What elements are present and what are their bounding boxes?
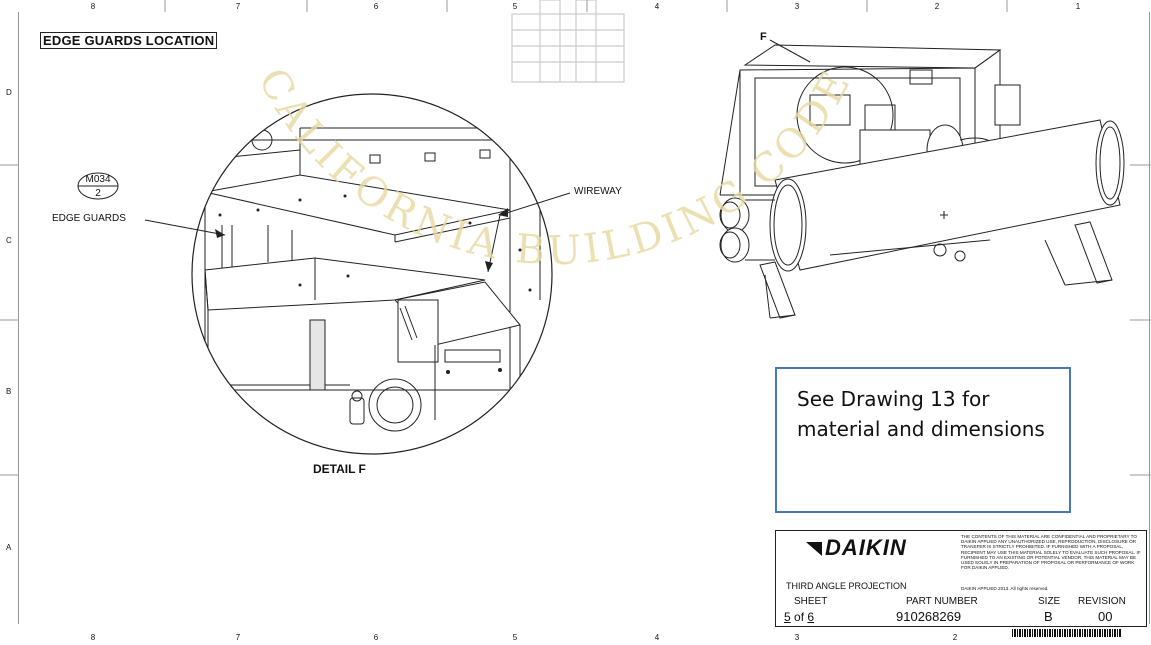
zone-col-8: 8 — [90, 2, 96, 11]
zone-row-b: B — [6, 387, 12, 396]
edge-guards-callout: EDGE GUARDS — [52, 213, 126, 224]
zone-row-d: D — [6, 88, 12, 97]
barcode — [1012, 629, 1122, 637]
sheet-total: 6 — [807, 610, 815, 624]
zone-ticks — [0, 0, 1151, 476]
bottom-zone-labels: 8 7 6 5 4 3 2 — [0, 631, 1151, 643]
zone-col-2: 2 — [934, 2, 940, 11]
detail-f-circle — [191, 93, 553, 455]
sheet-number: 5 of 6 — [784, 610, 814, 624]
title-block: DAIKIN THIRD ANGLE PROJECTION THE CONTEN… — [775, 530, 1147, 627]
top-zone-labels: 8 7 6 5 4 3 2 1 — [0, 0, 1151, 12]
note-text: See Drawing 13 for material and dimensio… — [797, 387, 1045, 441]
view-marker-f: F — [760, 31, 767, 43]
zone-col-6: 6 — [373, 2, 379, 11]
drawing-frame — [18, 12, 1150, 624]
sheet-of: of — [794, 610, 805, 624]
balloon-top-text: M034 — [85, 174, 111, 185]
sheet-current: 5 — [784, 610, 791, 624]
size-value: B — [1044, 609, 1053, 624]
detail-f-view — [192, 127, 541, 440]
wireway-callout: WIREWAY — [574, 186, 622, 197]
reference-balloon — [77, 172, 119, 200]
zone-col-6-bottom: 6 — [373, 633, 379, 642]
size-label: SIZE — [1038, 596, 1061, 607]
revision-label: REVISION — [1078, 596, 1126, 607]
chiller-isometric — [719, 39, 1125, 319]
drawing-title: EDGE GUARDS LOCATION — [40, 32, 218, 49]
zone-col-7-bottom: 7 — [235, 633, 241, 642]
part-number: 910268269 — [896, 609, 962, 624]
zone-col-3-bottom: 3 — [794, 633, 800, 642]
daikin-logo: DAIKIN — [806, 535, 907, 561]
note-box: See Drawing 13 for material and dimensio… — [775, 367, 1071, 513]
zone-col-2-bottom: 2 — [952, 633, 958, 642]
zone-col-4: 4 — [654, 2, 660, 11]
zone-col-1: 1 — [1075, 2, 1081, 11]
watermark-text: CALIFORNIA BUILDING CODE — [249, 61, 861, 275]
part-number-label: PART NUMBER — [906, 596, 978, 607]
zone-col-5: 5 — [512, 2, 518, 11]
watermark-building-icon — [511, 0, 625, 83]
zone-col-3: 3 — [794, 2, 800, 11]
projection-label: THIRD ANGLE PROJECTION — [786, 581, 907, 591]
zone-col-8-bottom: 8 — [90, 633, 96, 642]
zone-col-7: 7 — [235, 2, 241, 11]
balloon-bottom-text: 2 — [95, 188, 101, 199]
revision-value: 00 — [1098, 609, 1113, 624]
zone-row-a: A — [6, 543, 12, 552]
detail-f-label: DETAIL F — [313, 462, 366, 476]
leader-arrowheads — [215, 208, 508, 272]
legal-notice: THE CONTENTS OF THIS MATERIAL ARE CONFID… — [961, 534, 1141, 571]
zone-row-c: C — [6, 236, 12, 245]
sheet-label: SHEET — [794, 596, 828, 607]
zone-col-5-bottom: 5 — [512, 633, 518, 642]
copyright-notice: DAIKIN APPLIED 2013. All rights reserved… — [961, 586, 1049, 591]
zone-col-4-bottom: 4 — [654, 633, 660, 642]
